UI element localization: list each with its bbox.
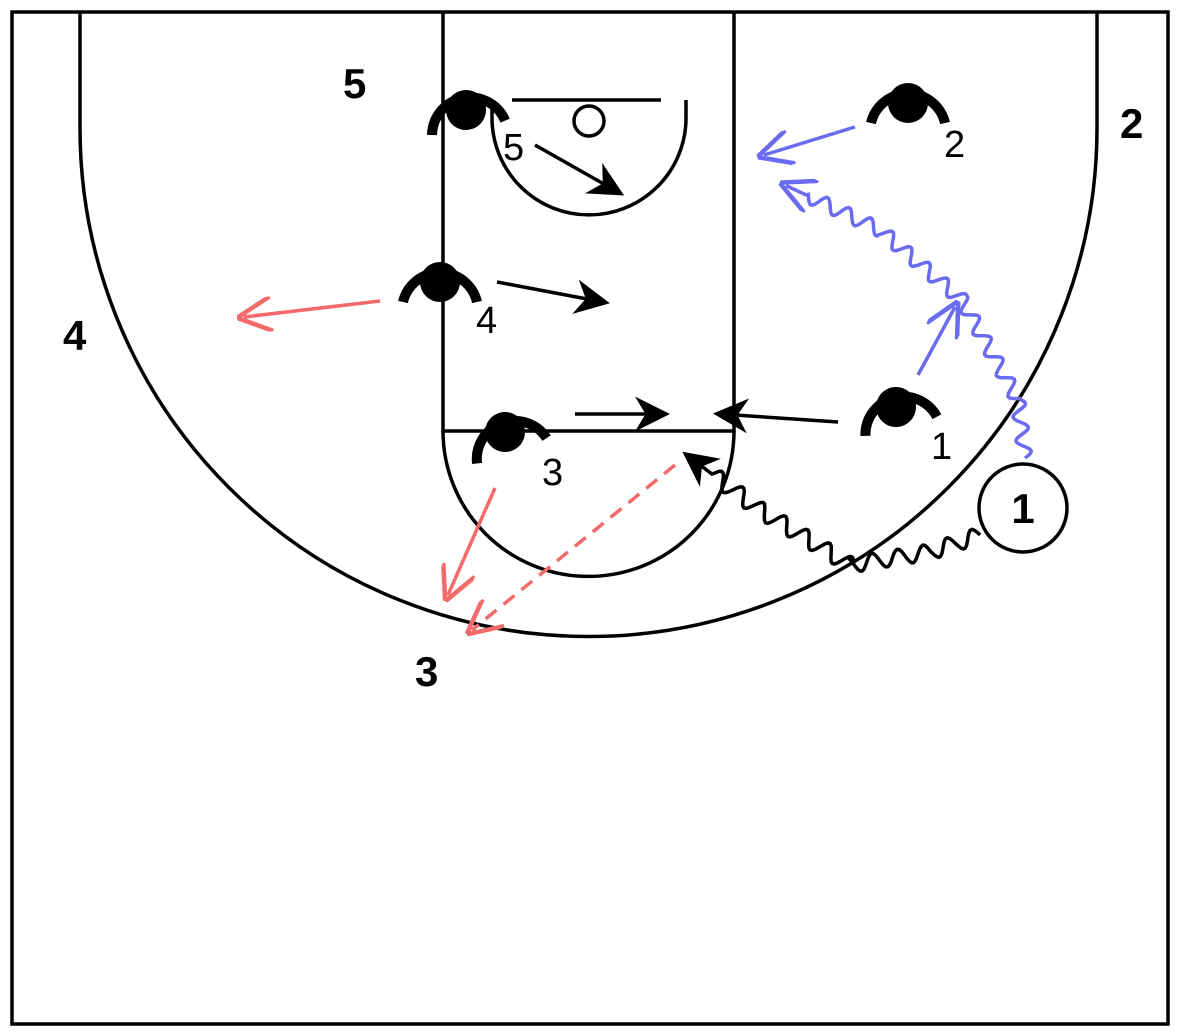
defender-4-closeout-arrow — [244, 301, 381, 317]
defender-label-3: 3 — [542, 452, 563, 494]
defender-5-move-arrow — [534, 143, 625, 196]
defender-label-5: 5 — [503, 127, 524, 169]
offense-label-4: 4 — [63, 312, 87, 359]
offense-label-5: 5 — [343, 60, 366, 107]
three-point-line — [78, 12, 1099, 639]
defender-icon — [471, 412, 551, 465]
defender-label-2: 2 — [944, 124, 965, 166]
dribble-path-blue — [786, 186, 1034, 460]
defender-4-move-arrow — [496, 279, 610, 315]
defender-3-closeout-arrow — [448, 487, 497, 595]
defender-icon — [860, 387, 942, 437]
defender-1-recover-arrow — [916, 307, 955, 376]
dribble-path-black — [682, 451, 982, 573]
defender-1-move-arrow — [713, 398, 839, 434]
lane — [441, 12, 736, 433]
free-throw-circle — [441, 430, 736, 579]
player-2-cut-arrow — [764, 125, 856, 155]
defender-label-1: 1 — [931, 426, 952, 468]
defender-label-4: 4 — [476, 300, 497, 342]
offense-label-1: 1 — [1011, 485, 1034, 532]
pass-arrow-dashed — [472, 463, 677, 630]
rim — [572, 104, 606, 138]
defender-icon — [398, 262, 482, 304]
defender-icon — [427, 90, 510, 136]
defender-icon — [866, 83, 950, 125]
offense-label-3: 3 — [415, 648, 438, 695]
court-boundary — [10, 10, 1170, 1026]
restricted-area-arc — [490, 100, 688, 217]
offense-label-2: 2 — [1120, 100, 1143, 147]
ball-handler-circle: 1 — [977, 462, 1069, 554]
